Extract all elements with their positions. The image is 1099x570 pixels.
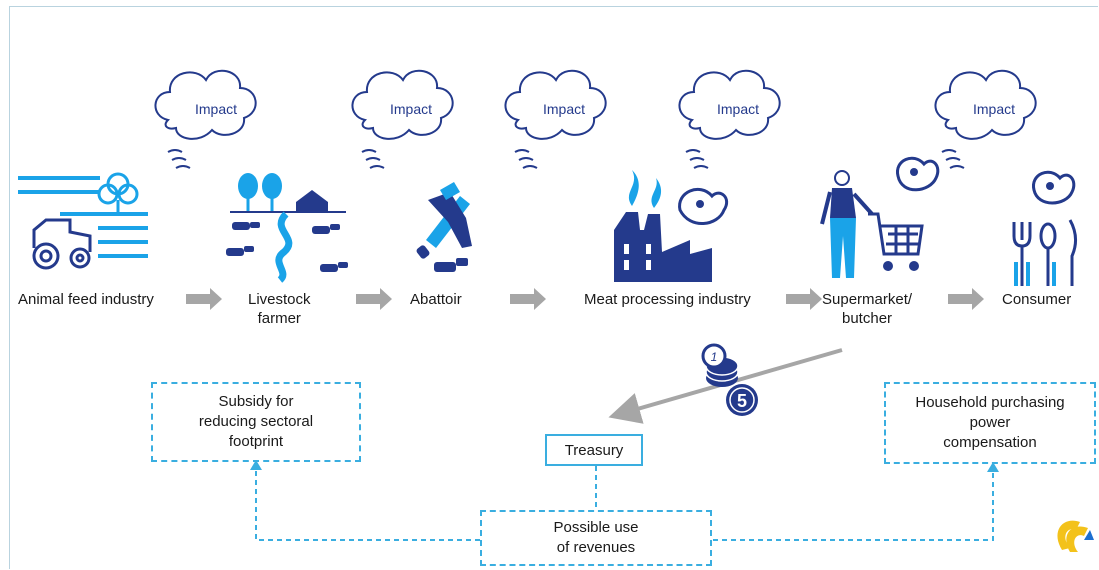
livestock-farm-icon xyxy=(226,173,348,283)
connectors xyxy=(255,462,994,541)
impact-label: Impact xyxy=(542,101,585,117)
supermarket-icon xyxy=(820,156,940,278)
impact-cloud-2 xyxy=(351,69,454,169)
stage-label-abattoir: Abattoir xyxy=(410,291,462,308)
stage-label-livestock-farmer: Livestock farmer xyxy=(248,291,311,327)
impact-cloud-4 xyxy=(678,69,781,169)
treasury-box: Treasury xyxy=(545,434,643,466)
abattoir-icon xyxy=(416,182,472,272)
flow-arrow-3 xyxy=(510,288,546,310)
stage-label-consumer: Consumer xyxy=(1002,291,1072,308)
frame-border xyxy=(9,6,1098,569)
household-compensation-box: Household purchasing power compensation xyxy=(884,382,1096,464)
stage-label-feed-industry: Animal feed industry xyxy=(18,291,154,308)
flow-arrows xyxy=(186,288,984,310)
flow-arrow-1 xyxy=(186,288,222,310)
flow-arrow-5 xyxy=(948,288,984,310)
flow-arrow-2 xyxy=(356,288,392,310)
stage-label-supermarket: Supermarket/ butcher xyxy=(822,291,913,327)
impact-label: Impact xyxy=(389,101,432,117)
impact-label: Impact xyxy=(716,101,759,117)
company-logo xyxy=(1057,520,1094,552)
stage-label-meat-processing: Meat processing industry xyxy=(584,291,751,308)
impact-label: Impact xyxy=(194,101,237,117)
connector-arrowheads xyxy=(250,460,999,472)
consumer-icon xyxy=(1012,170,1077,286)
revenues-box: Possible use of revenues xyxy=(480,510,712,566)
feed-industry-icon xyxy=(18,172,148,270)
coin-5-label: 5 xyxy=(737,391,747,411)
impact-cloud-1 xyxy=(154,69,257,169)
subsidy-box: Subsidy for reducing sectoral footprint xyxy=(151,382,361,462)
meat-processing-icon xyxy=(614,170,729,282)
impact-cloud-3 xyxy=(504,69,607,169)
coin-1-label: 1 xyxy=(711,350,718,364)
impact-cloud-5 xyxy=(934,69,1037,169)
coins-icon: 1 5 xyxy=(701,343,758,416)
flow-arrow-4 xyxy=(786,288,822,310)
impact-label: Impact xyxy=(972,101,1015,117)
